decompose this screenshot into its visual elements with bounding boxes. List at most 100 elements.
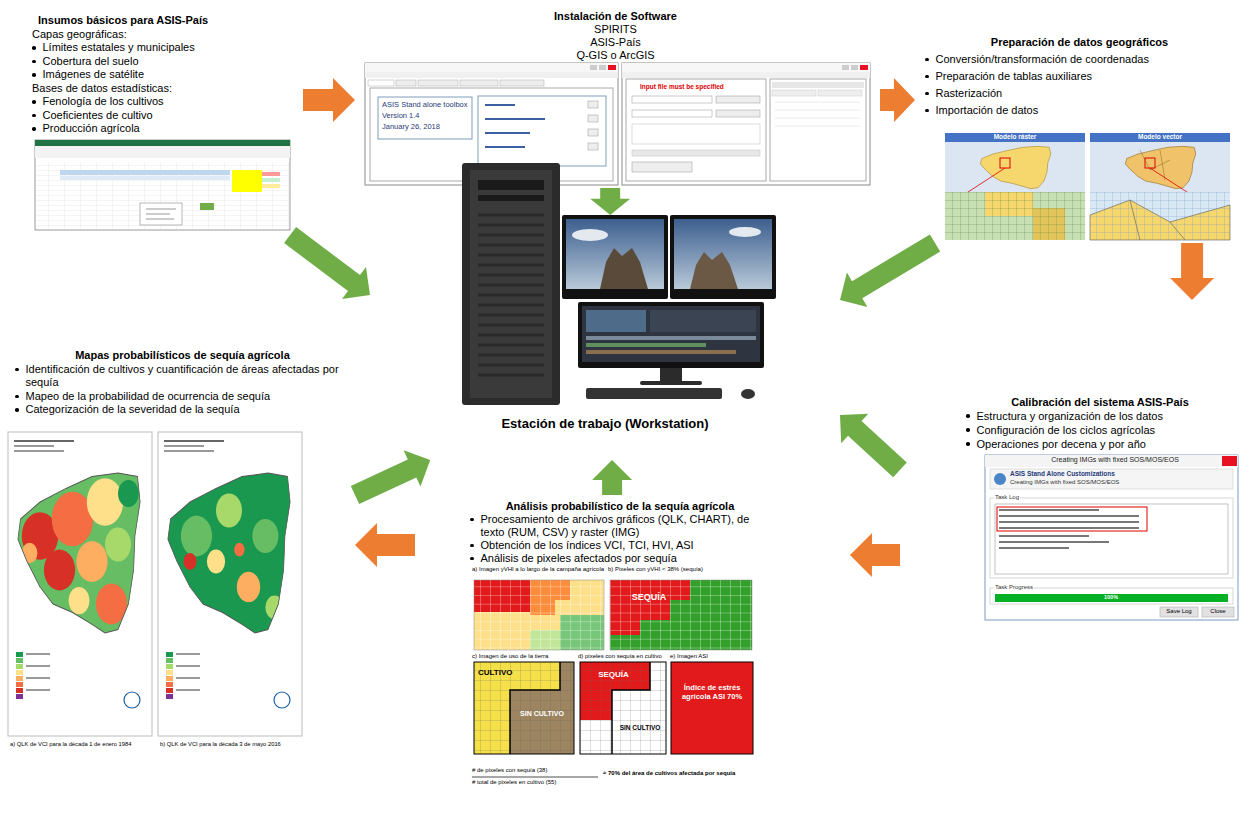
bullet-item: Límites estatales y municipales [32, 41, 299, 55]
figure-label: Índice de estrés agrícola ASI 70% [673, 684, 751, 701]
software-group: Instalación de SoftwareSPIRITSASIS-PaísQ… [355, 8, 880, 188]
bullet-item: Estructura y organización de los datos [966, 409, 1234, 423]
bullet-dot [966, 414, 970, 418]
text-column: Insumos básicos para ASIS-PaísCapas geog… [32, 14, 299, 136]
figure-label: # total de pixeles en cultivo (55) [472, 779, 597, 786]
bullet-text: Estructura y organización de los datos [977, 409, 1235, 423]
input-group: Insumos básicos para ASIS-PaísCapas geog… [28, 8, 303, 235]
text-column: Análisis probabilístico de la sequía agr… [470, 500, 770, 565]
block-arrow [840, 414, 907, 478]
figure-label: Input file must be specified [640, 83, 762, 90]
section-heading: Instalación de Software [355, 10, 876, 23]
block-arrow [351, 450, 430, 504]
bullet-item: Fenología de los cultivos [32, 95, 299, 109]
software-window [985, 455, 1238, 620]
bullet-dot [470, 544, 474, 548]
workstation-image [462, 163, 776, 405]
raster-vector-maps [945, 133, 1230, 240]
bullet-item: Obtención de los índices VCI, TCI, HVI, … [470, 539, 770, 552]
section-text: Q-GIS o ArcGIS [355, 49, 876, 62]
figure-label: a) QLK de VCI para la década 1 de enero … [10, 741, 150, 748]
figure-label: ASIS Stand alone toolbox [382, 101, 472, 110]
section-text: Capas geográficas: [32, 28, 299, 42]
bullet-text: Obtención de los índices VCI, TCI, HVI, … [481, 539, 771, 552]
spreadsheet-image [35, 140, 290, 230]
bullet-dot [32, 127, 36, 131]
section-heading: Preparación de datos geográficos [925, 34, 1234, 51]
figure-label: a) Imagen yVHI a lo largo de la campaña … [472, 566, 606, 573]
section-heading: Análisis probabilístico de la sequía agr… [470, 500, 770, 513]
figure-label: 100% [1095, 594, 1127, 600]
block-arrow [303, 78, 355, 122]
section-heading: Mapas probabilísticos de sequía agrícola [15, 349, 350, 363]
drought-map [8, 432, 152, 752]
software-window [622, 63, 870, 185]
figure-label: Save Log [1160, 608, 1198, 615]
drought-map [158, 432, 302, 752]
block-arrow [1170, 243, 1214, 300]
figure-label: ≈ 70% del área de cultivos afectada por … [603, 770, 753, 777]
block-arrow [284, 227, 370, 299]
figure-label: e) Imagen ASI [670, 653, 754, 660]
bullet-item: Cobertura del suelo [32, 55, 299, 69]
text-column: Mapas probabilísticos de sequía agrícola… [15, 349, 350, 417]
block-arrow [880, 78, 915, 122]
figure-label: Task Progress [994, 584, 1034, 591]
section-text: SPIRITS [355, 23, 876, 36]
bullet-text: Producción agrícola [43, 122, 300, 136]
block-arrow [592, 460, 632, 495]
node-title: Estación de trabajo (Workstation) [501, 416, 708, 432]
bullet-dot [925, 75, 929, 79]
workstation: Estación de trabajo (Workstation) [370, 215, 840, 460]
bullet-item: Coeficientes de cultivo [32, 109, 299, 123]
bullet-item: Conversión/transformación de coordenadas [925, 51, 1234, 68]
figure-label: Modelo ráster [945, 133, 1085, 140]
bullet-dot [32, 100, 36, 104]
bullet-dot [15, 395, 19, 399]
figure-label: Creating IMGs with fixed SOS/MOS/EOS [1010, 479, 1210, 486]
text-column: Preparación de datos geográficosConversi… [925, 34, 1234, 119]
bullet-dot [32, 73, 36, 77]
bullet-item: Configuración de los ciclos agrícolas [966, 423, 1234, 437]
bullet-text: Mapeo de la probabilidad de ocurrencia d… [26, 390, 351, 404]
bullet-text: Imágenes de satélite [43, 68, 300, 82]
figure-label: b) Pixeles con yVHI < 38% (sequía) [608, 566, 752, 573]
bullet-dot [32, 60, 36, 64]
bullet-dot [15, 368, 19, 372]
bullet-item: Operaciones por decena y por año [966, 437, 1234, 451]
bullet-text: Configuración de los ciclos agrícolas [977, 423, 1235, 437]
bullet-dot [32, 46, 36, 50]
bullet-text: Preparación de tablas auxiliares [936, 68, 1235, 85]
bullet-text: Rasterización [936, 85, 1235, 102]
bullet-item: Imágenes de satélite [32, 68, 299, 82]
figure-label: Task Log [994, 494, 1020, 501]
text-column: Instalación de SoftwareSPIRITSASIS-PaísQ… [355, 10, 876, 62]
data-prep-group: Preparación de datos geográficosConversi… [915, 8, 1238, 243]
figure-label: # de pixeles con sequía (38) [472, 767, 597, 774]
bullet-text: Operaciones por decena y por año [977, 437, 1235, 451]
block-arrow [355, 523, 415, 567]
bullet-item: Importación de datos [925, 102, 1234, 119]
figure-label: Close [1202, 608, 1234, 615]
drought-analysis-figure [472, 580, 753, 777]
block-arrow [850, 533, 900, 577]
bullet-text: Análisis de pixeles afectados por sequía [481, 552, 771, 565]
figure-label: Creating IMGs with fixed SOS/MOS/EOS [1020, 456, 1210, 464]
block-arrow [840, 234, 940, 307]
bullet-text: Cobertura del suelo [43, 55, 300, 69]
bullet-dot [925, 92, 929, 96]
maps-group: Mapas probabilísticos de sequía agrícola… [5, 345, 355, 755]
bullet-dot [32, 114, 36, 118]
figure-label: ASIS Stand Alone Customizations [1010, 470, 1210, 477]
bullet-item: Procesamiento de archivos gráficos (QLK,… [470, 513, 770, 539]
figure-label: SIN CULTIVO [512, 710, 572, 718]
bullet-dot [470, 518, 474, 522]
bullet-text: Procesamiento de archivos gráficos (QLK,… [481, 513, 771, 539]
text-column: Calibración del sistema ASIS-PaísEstruct… [966, 395, 1234, 451]
bullet-item: Identificación de cultivos y cuantificac… [15, 363, 350, 390]
bullet-item: Producción agrícola [32, 122, 299, 136]
figure-label: Version 1.4 [382, 112, 472, 121]
text-column: Estación de trabajo (Workstation) [501, 416, 708, 432]
bullet-item: Rasterización [925, 85, 1234, 102]
